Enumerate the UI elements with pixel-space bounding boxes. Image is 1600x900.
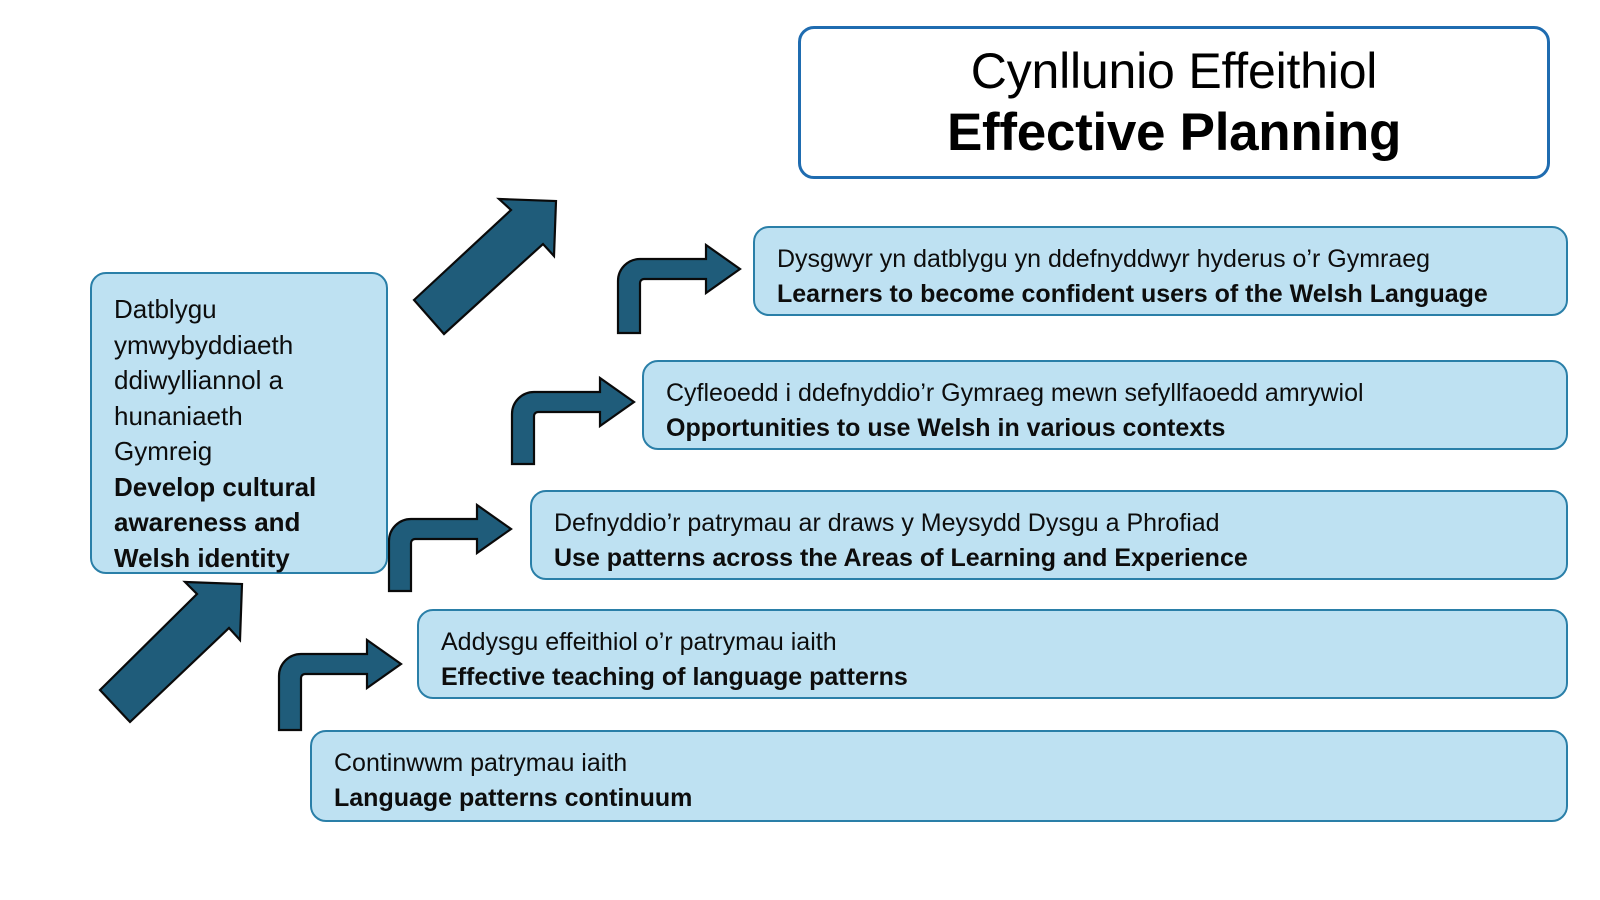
outcome-box-1: Dysgwyr yn datblygu yn ddefnyddwyr hyder… — [753, 226, 1568, 316]
outcome-5-welsh: Continwwm patrymau iaith — [334, 749, 628, 777]
outcome-4-welsh: Addysgu effeithiol o’r patrymau iaith — [441, 628, 837, 656]
title-welsh: Cynllunio Effeithiol — [970, 42, 1378, 99]
source-english-line-3: Welsh identity — [114, 542, 290, 573]
outcome-box-3: Defnyddio’r patrymau ar draws y Meysydd … — [530, 490, 1568, 580]
outcome-box-4: Addysgu effeithiol o’r patrymau iaith Ef… — [417, 609, 1568, 699]
outcome-1-english: Learners to become confident users of th… — [777, 280, 1488, 308]
outcome-1-welsh: Dysgwyr yn datblygu yn ddefnyddwyr hyder… — [777, 245, 1431, 273]
source-english-line-1: Develop cultural — [114, 471, 317, 502]
source-english-line-2: awareness and — [114, 507, 301, 537]
source-box: Datblygu ymwybyddiaeth ddiwylliannol a h… — [90, 272, 388, 574]
source-welsh-line-4: hunaniaeth — [114, 400, 243, 431]
outcome-2-english: Opportunities to use Welsh in various co… — [666, 414, 1226, 442]
title-english: Effective Planning — [946, 102, 1402, 162]
outcome-box-5: Continwwm patrymau iaith Language patter… — [310, 730, 1568, 822]
arrow-diagonal-up-right-bottom-icon — [98, 580, 244, 724]
arrow-bent-up-right-2-icon — [510, 375, 636, 466]
arrow-diagonal-up-right-top-icon — [412, 197, 558, 336]
arrow-bent-up-right-1-icon — [616, 242, 742, 335]
title-box: Cynllunio Effeithiol Effective Planning — [798, 26, 1550, 179]
outcome-box-2: Cyfleoedd i ddefnyddio’r Gymraeg mewn se… — [642, 360, 1568, 450]
arrow-bent-up-right-3-icon — [387, 502, 513, 593]
source-welsh-line-2: ymwybyddiaeth — [114, 329, 294, 360]
outcome-5-english: Language patterns continuum — [334, 784, 693, 812]
source-welsh-line-1: Datblygu — [114, 294, 217, 324]
source-welsh-line-3: ddiwylliannol a — [114, 365, 284, 395]
outcome-3-welsh: Defnyddio’r patrymau ar draws y Meysydd … — [554, 509, 1220, 537]
outcome-3-english: Use patterns across the Areas of Learnin… — [554, 544, 1248, 572]
outcome-2-welsh: Cyfleoedd i ddefnyddio’r Gymraeg mewn se… — [666, 379, 1364, 407]
outcome-4-english: Effective teaching of language patterns — [441, 663, 908, 691]
arrow-bent-up-right-4-icon — [277, 637, 403, 732]
source-welsh-line-5: Gymreig — [114, 436, 213, 466]
